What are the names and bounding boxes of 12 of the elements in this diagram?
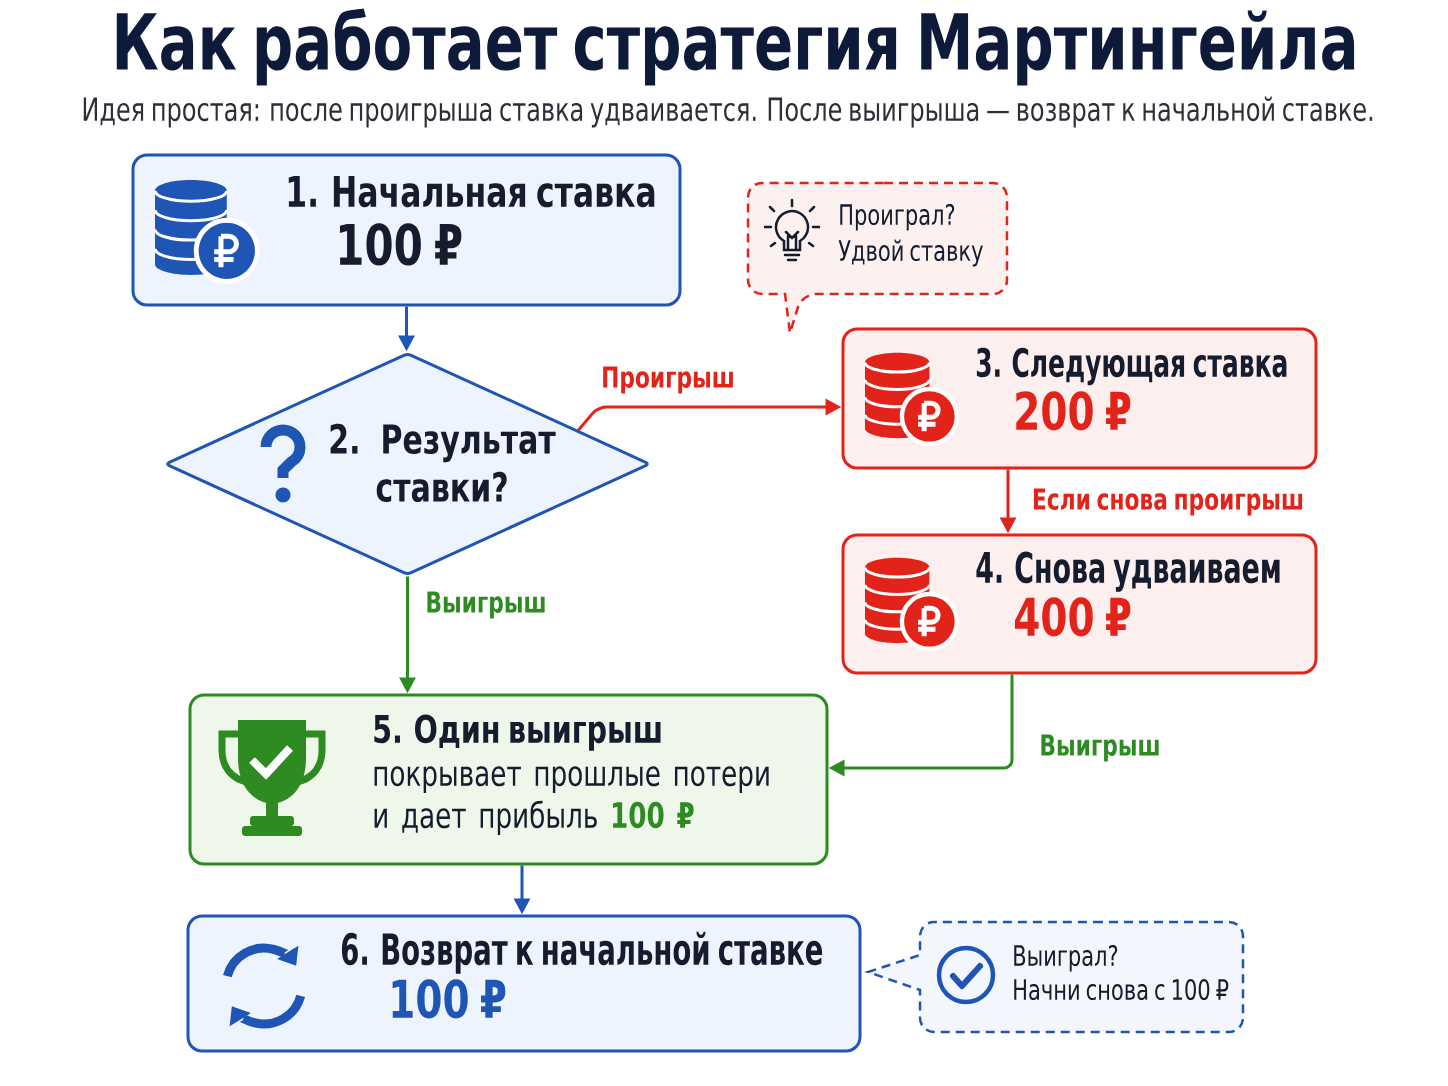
process-box: 5. Один выигрыш покрывает прошлые потери и дает прибыль 100 ₽ [188,693,829,866]
edge-label: Если снова проигрыш [1030,486,1307,518]
edge-label: Выигрыш [423,589,549,621]
process-box: 6. Возврат к начальной ставке 100 ₽ [186,914,862,1053]
speech-bubble: Выиграл? Начни снова с 100 ₽ [866,920,1245,1034]
edge-label: Выигрыш [1037,732,1163,764]
process-box: 1. Начальная ставка 100 ₽ [131,153,682,307]
speech-bubble: Проиграл? Удвой ставку [746,181,1009,335]
title: Как работает стратегия Мартингейла [116,8,1355,86]
process-box: 3. Следующая ставка 200 ₽ [841,327,1318,470]
process-box: 4. Снова удваиваем 400 ₽ [841,533,1318,675]
subtitle: Идея простая: после проигрыша ставка удваивается. После выигрыша — возврат к начальной ставке. [83,96,1373,128]
